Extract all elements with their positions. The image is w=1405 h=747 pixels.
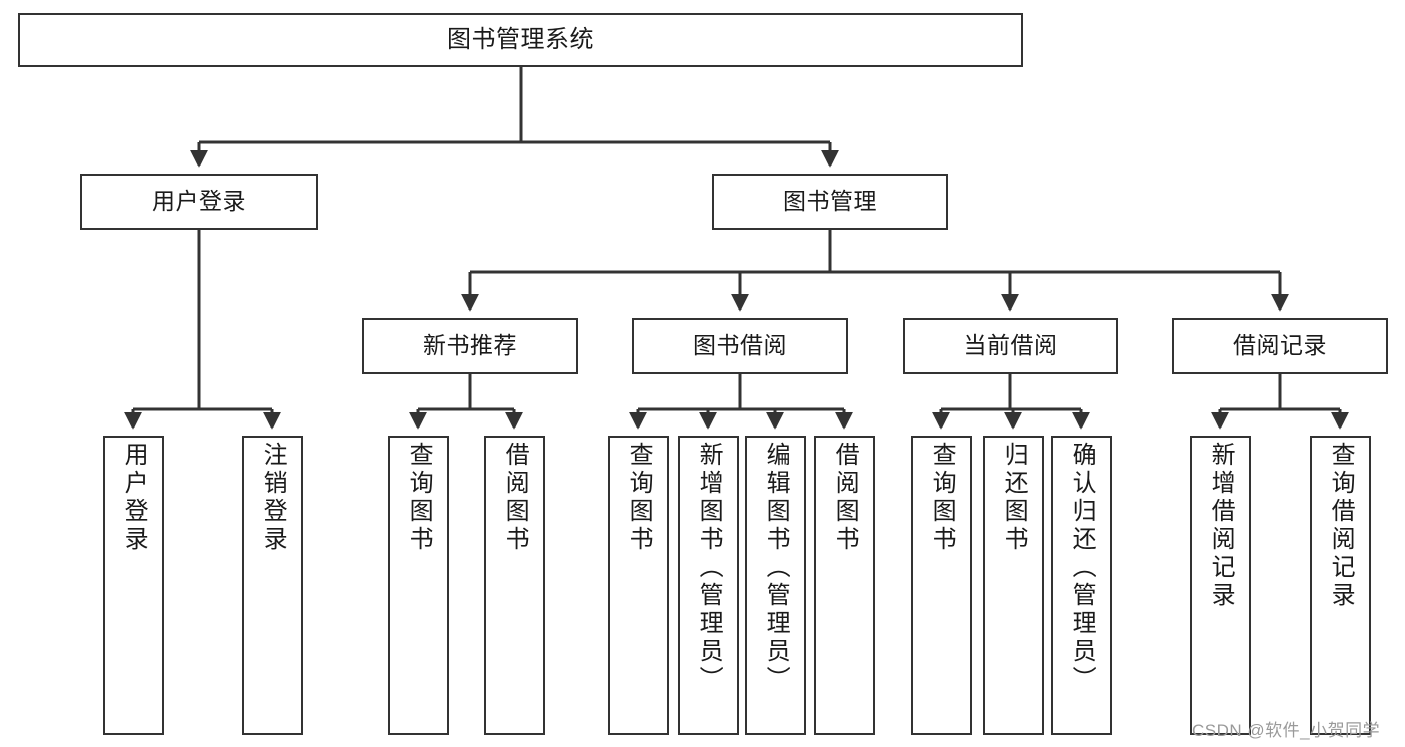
csdn-watermark: CSDN @软件_小贺同学 bbox=[1192, 721, 1381, 740]
node-leaf-confirm-return[interactable]: 确认归还（管理员） bbox=[1051, 436, 1112, 735]
node-label: 借阅记录 bbox=[1233, 332, 1327, 359]
node-current-borrow[interactable]: 当前借阅 bbox=[903, 318, 1118, 374]
node-label: 借阅图书 bbox=[831, 442, 859, 554]
node-book-management[interactable]: 图书管理 bbox=[712, 174, 948, 230]
node-label: 查询图书 bbox=[625, 442, 653, 554]
node-label: 新增借阅记录 bbox=[1207, 442, 1235, 610]
node-user-login[interactable]: 用户登录 bbox=[80, 174, 318, 230]
node-borrow-record[interactable]: 借阅记录 bbox=[1172, 318, 1388, 374]
node-label: 查询图书 bbox=[405, 442, 433, 554]
node-leaf-user-login[interactable]: 用户登录 bbox=[103, 436, 164, 735]
node-new-book-recommend[interactable]: 新书推荐 bbox=[362, 318, 578, 374]
node-leaf-query-book-current[interactable]: 查询图书 bbox=[911, 436, 972, 735]
node-label: 查询图书 bbox=[928, 442, 956, 554]
node-leaf-query-borrow-record[interactable]: 查询借阅记录 bbox=[1310, 436, 1371, 735]
node-label: 借阅图书 bbox=[501, 442, 529, 554]
node-leaf-query-book-recommend[interactable]: 查询图书 bbox=[388, 436, 449, 735]
node-leaf-add-book[interactable]: 新增图书（管理员） bbox=[678, 436, 739, 735]
node-leaf-borrow-book[interactable]: 借阅图书 bbox=[814, 436, 875, 735]
node-leaf-borrow-book-recommend[interactable]: 借阅图书 bbox=[484, 436, 545, 735]
node-label: 图书管理 bbox=[783, 188, 877, 215]
node-label: 当前借阅 bbox=[963, 332, 1058, 359]
node-label: 确认归还（管理员） bbox=[1068, 442, 1096, 694]
node-leaf-add-borrow-record[interactable]: 新增借阅记录 bbox=[1190, 436, 1251, 735]
node-leaf-query-book-borrow[interactable]: 查询图书 bbox=[608, 436, 669, 735]
node-leaf-return-book[interactable]: 归还图书 bbox=[983, 436, 1044, 735]
node-label: 编辑图书（管理员） bbox=[762, 442, 790, 694]
node-label: 用户登录 bbox=[120, 442, 148, 554]
node-label: 新增图书（管理员） bbox=[695, 442, 723, 694]
node-label: 查询借阅记录 bbox=[1327, 442, 1355, 610]
node-root-system[interactable]: 图书管理系统 bbox=[18, 13, 1023, 67]
node-leaf-edit-book[interactable]: 编辑图书（管理员） bbox=[745, 436, 806, 735]
node-label: 用户登录 bbox=[152, 188, 246, 215]
node-label: 图书管理系统 bbox=[447, 25, 594, 53]
node-label: 归还图书 bbox=[1000, 442, 1028, 554]
node-label: 新书推荐 bbox=[423, 332, 517, 359]
node-book-borrow[interactable]: 图书借阅 bbox=[632, 318, 848, 374]
node-leaf-logout[interactable]: 注销登录 bbox=[242, 436, 303, 735]
node-label: 图书借阅 bbox=[693, 332, 787, 359]
node-label: 注销登录 bbox=[259, 442, 287, 554]
